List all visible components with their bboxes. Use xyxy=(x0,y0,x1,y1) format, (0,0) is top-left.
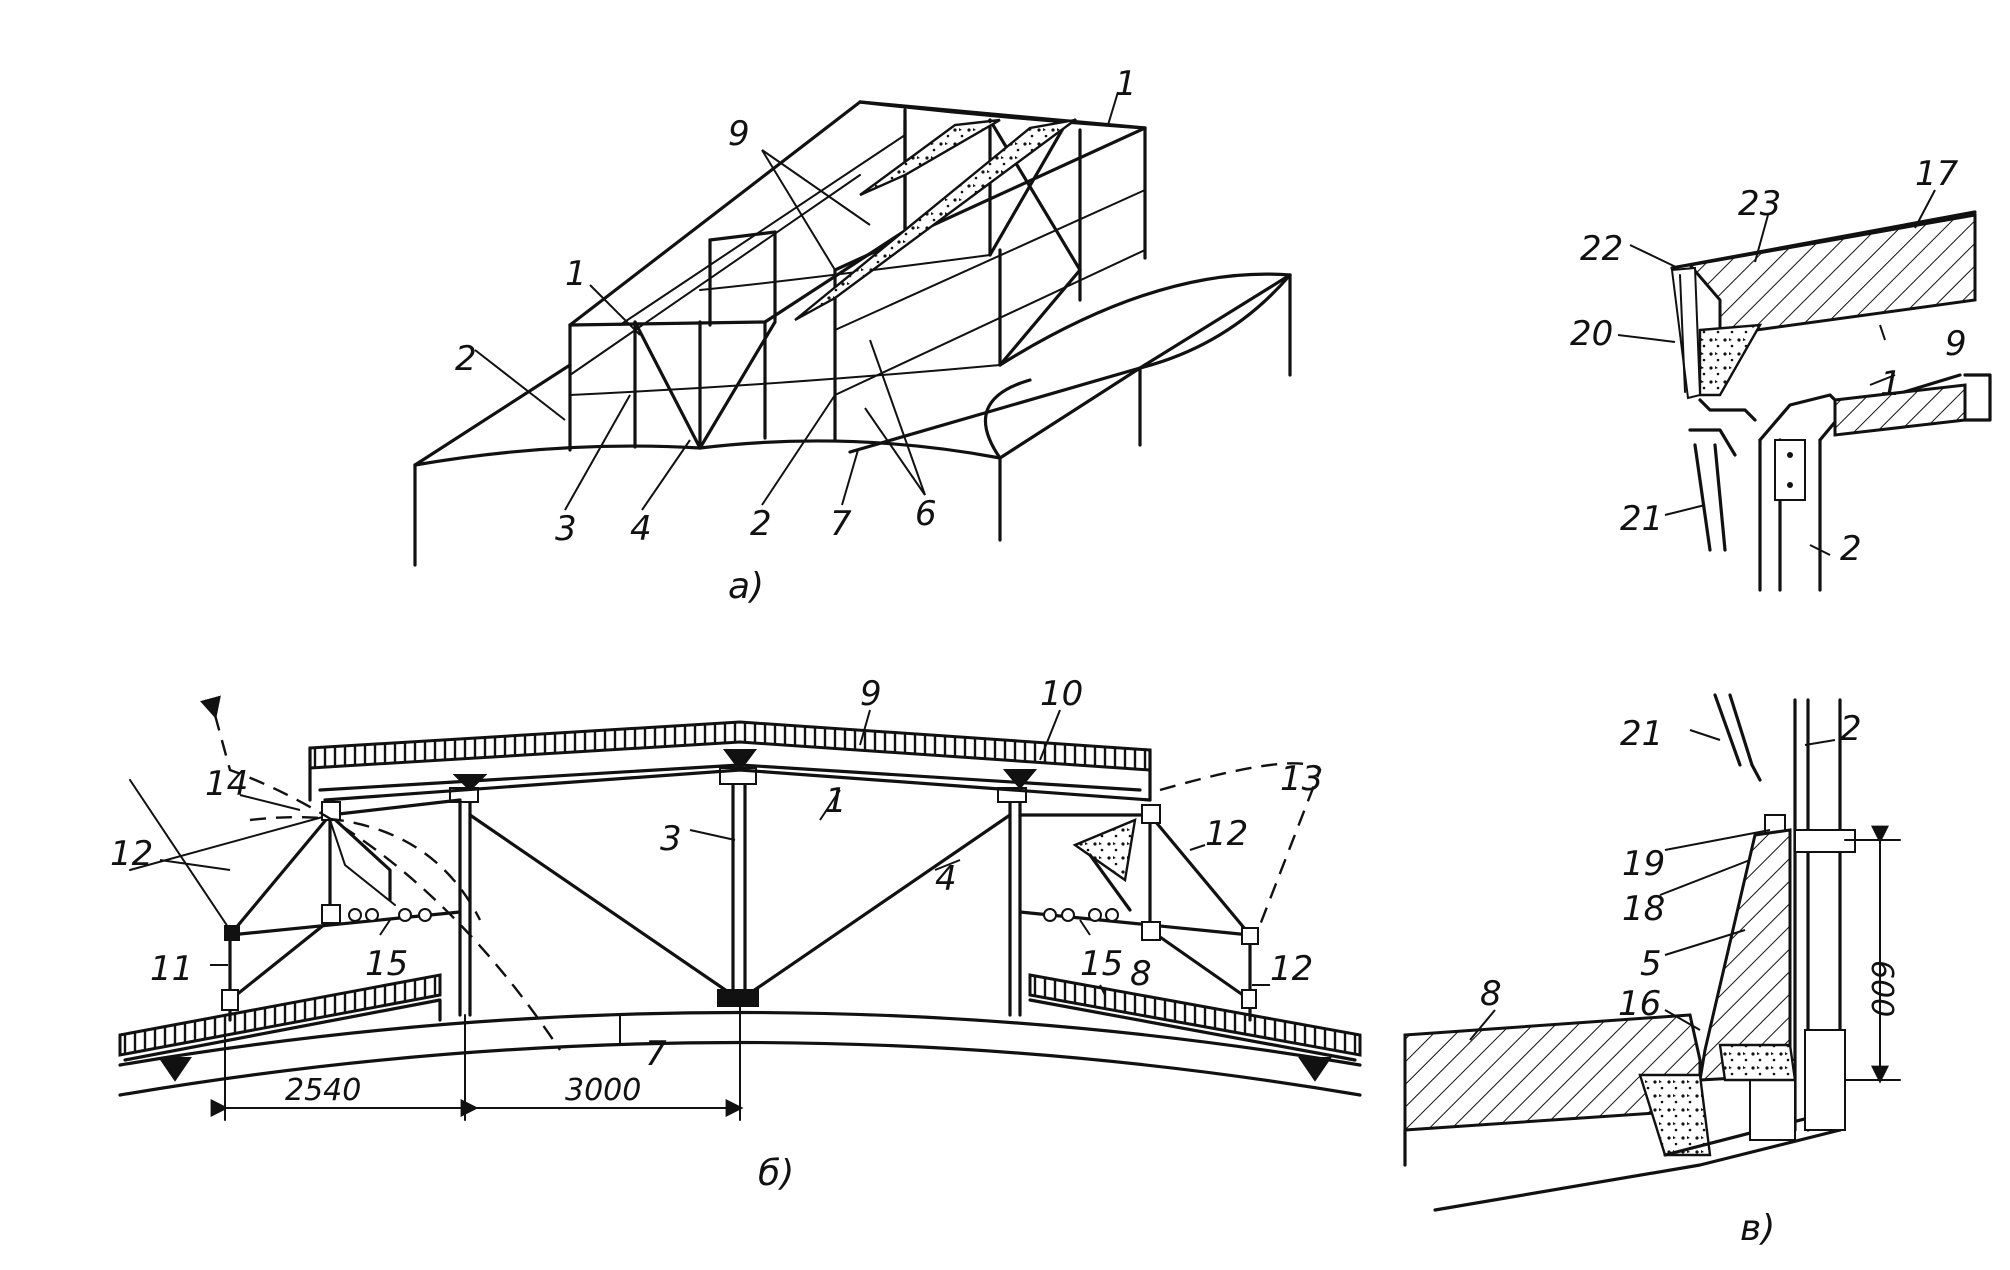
fig-b-label-4: 4 xyxy=(935,859,957,899)
fig-a-label-2-mid: 2 xyxy=(750,504,772,544)
fig-v-caption: в) xyxy=(1740,1208,1775,1249)
fig-v-label-21-top: 21 xyxy=(1620,499,1663,539)
fig-v-label-8: 8 xyxy=(1480,974,1502,1014)
figure-a-labels: 1 9 1 2 3 4 2 7 6 а) xyxy=(455,64,1137,607)
fig-v-dimension-600: 600 xyxy=(1864,960,1899,1017)
fig-b-dimension-2540: 2540 xyxy=(285,1073,361,1108)
fig-b-label-12-left: 12 xyxy=(110,834,153,874)
figure-b-labels: 9 10 13 14 12 12 3 1 4 11 12 15 15 8 7 2… xyxy=(110,674,1323,1194)
fig-b-label-8: 8 xyxy=(1130,954,1152,994)
fig-a-caption: а) xyxy=(728,566,764,607)
fig-b-label-7: 7 xyxy=(645,1034,667,1074)
fig-b-label-13: 13 xyxy=(1280,759,1323,799)
fig-v-label-2-top: 2 xyxy=(1840,529,1862,569)
fig-a-label-2-left: 2 xyxy=(455,339,477,379)
fig-v-label-16: 16 xyxy=(1618,984,1661,1024)
fig-b-label-11-right: 12 xyxy=(1270,949,1313,989)
figure-v-labels: 17 23 22 20 9 1 21 2 21 2 19 18 5 16 8 6… xyxy=(1480,154,1967,1249)
fig-b-label-14: 14 xyxy=(205,764,248,804)
figure-b-cross-section xyxy=(118,695,1362,1121)
fig-b-label-3: 3 xyxy=(660,819,682,859)
fig-v-label-9: 9 xyxy=(1945,324,1967,364)
fig-a-label-4: 4 xyxy=(630,509,652,549)
fig-b-label-12-right: 12 xyxy=(1205,814,1248,854)
fig-b-label-15-left: 15 xyxy=(365,944,408,984)
fig-a-label-7: 7 xyxy=(830,504,852,544)
figure-a-isometric-skylight xyxy=(413,91,1292,567)
fig-b-label-11-left: 11 xyxy=(150,949,193,989)
fig-v-label-18: 18 xyxy=(1622,889,1665,929)
fig-v-label-22: 22 xyxy=(1580,229,1623,269)
fig-a-label-3: 3 xyxy=(555,509,577,549)
fig-b-caption: б) xyxy=(758,1153,794,1194)
fig-v-label-5: 5 xyxy=(1640,944,1662,984)
fig-a-label-1-top: 1 xyxy=(1115,64,1137,104)
figure-v-details xyxy=(1403,189,1992,1212)
fig-v-label-2-bottom: 2 xyxy=(1840,709,1862,749)
fig-a-label-1-left: 1 xyxy=(565,254,587,294)
fig-a-label-9: 9 xyxy=(728,114,750,154)
fig-v-label-1: 1 xyxy=(1880,364,1902,404)
fig-v-label-17: 17 xyxy=(1915,154,1959,194)
fig-v-label-20: 20 xyxy=(1570,314,1613,354)
fig-v-label-21-bottom: 21 xyxy=(1620,714,1663,754)
fig-b-label-9: 9 xyxy=(860,674,882,714)
fig-v-label-19: 19 xyxy=(1622,844,1665,884)
fig-a-label-6: 6 xyxy=(915,494,937,534)
fig-b-label-1: 1 xyxy=(825,781,847,821)
fig-v-label-23: 23 xyxy=(1738,184,1781,224)
fig-b-dimension-3000: 3000 xyxy=(565,1073,641,1108)
fig-b-label-10: 10 xyxy=(1040,674,1083,714)
fig-b-label-15-right: 15 xyxy=(1080,944,1123,984)
